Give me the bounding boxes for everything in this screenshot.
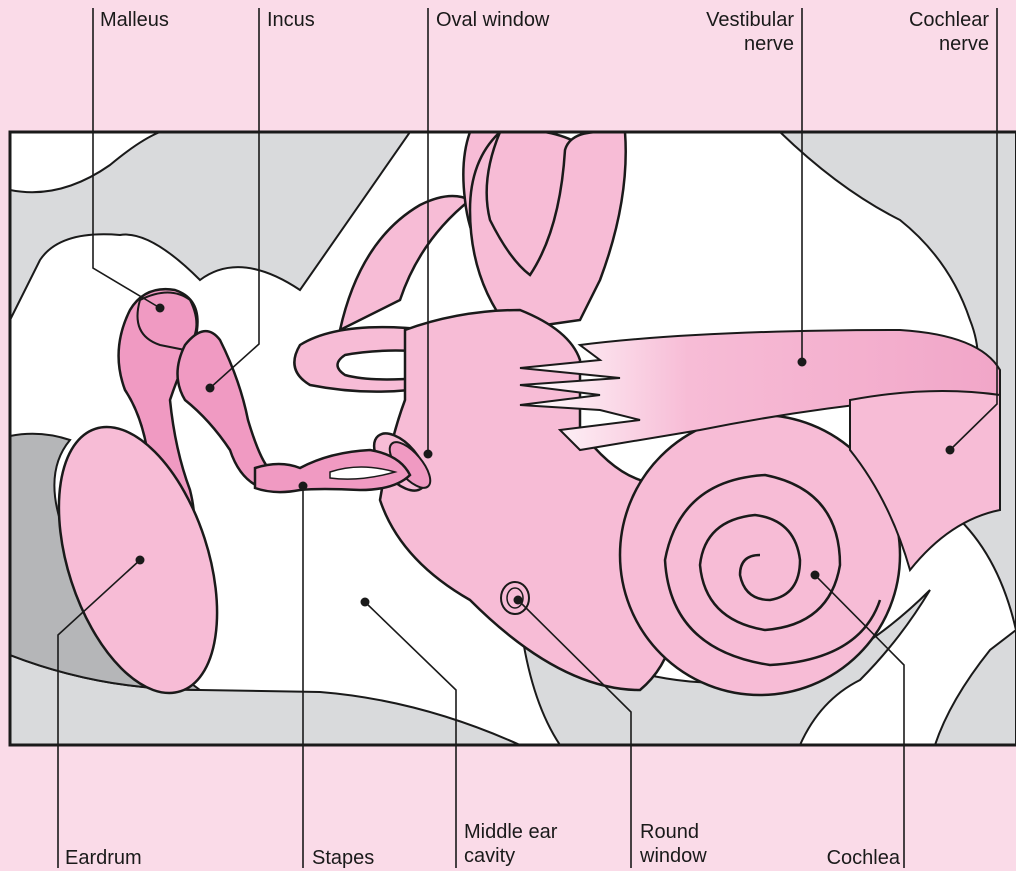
dot-malleus (156, 304, 165, 313)
label-vestibular-nerve: Vestibular nerve (706, 8, 794, 56)
label-oval-window: Oval window (436, 8, 549, 32)
label-middle-ear-cavity-line1: Middle ear (464, 820, 557, 844)
dot-cochlear-nerve (946, 446, 955, 455)
dot-cochlea (811, 571, 820, 580)
label-incus: Incus (267, 8, 315, 32)
dot-vestibular-nerve (798, 358, 807, 367)
dot-round-window (514, 596, 523, 605)
label-cochlear-nerve-line1: Cochlear (909, 8, 989, 32)
label-round-window-line1: Round (640, 820, 707, 844)
label-middle-ear-cavity-line2: cavity (464, 844, 557, 868)
dot-stapes (299, 482, 308, 491)
anatomy-panel (10, 132, 1016, 745)
dot-middle-ear (361, 598, 370, 607)
dot-incus (206, 384, 215, 393)
label-malleus: Malleus (100, 8, 169, 32)
label-round-window-line2: window (640, 844, 707, 868)
label-round-window: Round window (640, 820, 707, 868)
label-cochlear-nerve-line2: nerve (909, 32, 989, 56)
label-middle-ear-cavity: Middle ear cavity (464, 820, 557, 868)
label-vestibular-nerve-line2: nerve (706, 32, 794, 56)
label-eardrum: Eardrum (65, 846, 142, 870)
dot-oval-window (424, 450, 433, 459)
label-cochlear-nerve: Cochlear nerve (909, 8, 989, 56)
label-vestibular-nerve-line1: Vestibular (706, 8, 794, 32)
label-stapes: Stapes (312, 846, 374, 870)
label-cochlea: Cochlea (827, 846, 900, 870)
dot-eardrum (136, 556, 145, 565)
